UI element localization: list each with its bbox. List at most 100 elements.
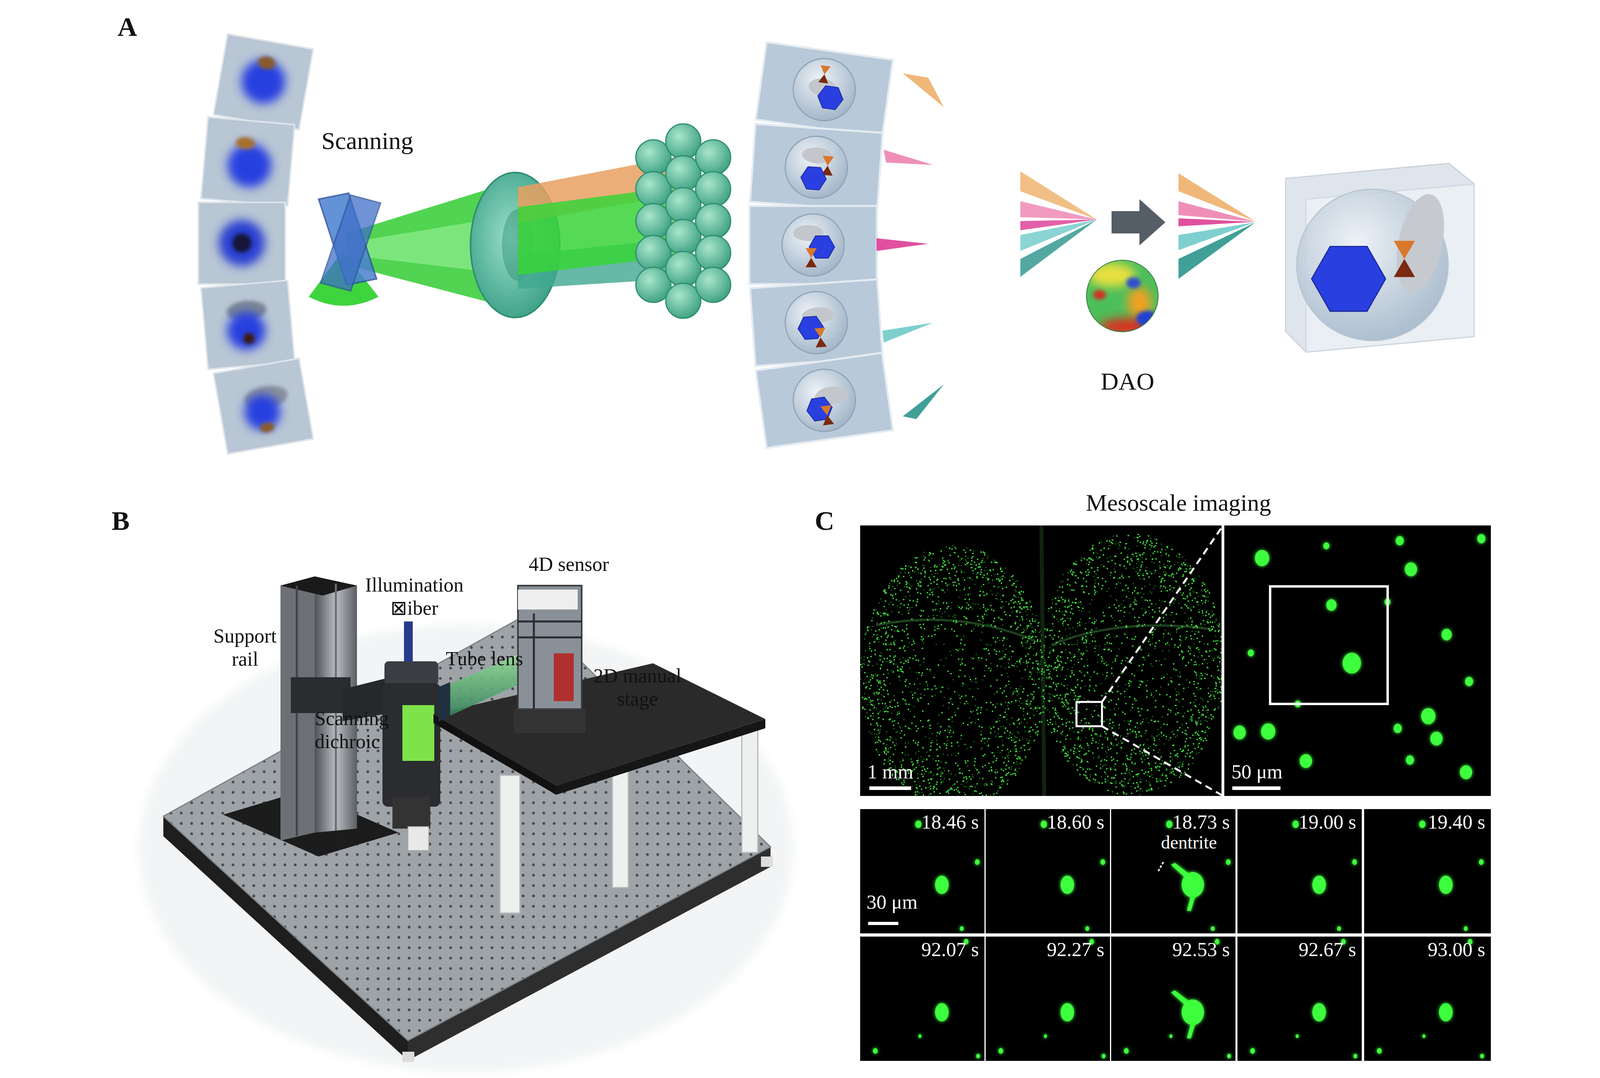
zoom-leader bbox=[1101, 726, 1224, 797]
blurred-tile bbox=[201, 280, 295, 370]
microlens-array bbox=[695, 171, 731, 207]
blurred-tile bbox=[213, 34, 314, 130]
ray-cones bbox=[902, 73, 944, 108]
subaperture-tile bbox=[755, 352, 893, 449]
ray-fan bbox=[1178, 201, 1255, 222]
neuron bbox=[1422, 1034, 1426, 1039]
neuron bbox=[1353, 1053, 1358, 1059]
4d-sensor bbox=[513, 585, 586, 734]
4d-sensor bbox=[533, 613, 536, 710]
timestamp: 92.27 s bbox=[1047, 938, 1105, 962]
blurred-tile bbox=[243, 332, 255, 345]
neuron bbox=[1295, 1034, 1299, 1039]
neuron bbox=[1376, 1048, 1382, 1054]
wavefront-sphere bbox=[1093, 290, 1106, 300]
neuron bbox=[959, 926, 964, 932]
subaperture-tile bbox=[814, 327, 827, 338]
optical-breadboard bbox=[402, 1051, 415, 1063]
subaperture-tile bbox=[750, 279, 883, 367]
zoom-box bbox=[1076, 701, 1102, 727]
leader-line bbox=[1158, 862, 1164, 872]
subaperture-tile bbox=[815, 337, 828, 348]
neuron bbox=[1430, 731, 1443, 746]
ray-fan bbox=[1178, 222, 1255, 279]
neuron bbox=[1299, 754, 1312, 769]
neuron bbox=[1312, 875, 1326, 895]
wavefront-sphere bbox=[1086, 260, 1159, 332]
blurred-tile bbox=[213, 358, 314, 455]
subaperture-tile bbox=[789, 54, 860, 125]
neuron bbox=[1123, 1048, 1129, 1054]
subaperture-tile bbox=[789, 365, 860, 436]
tube-lens bbox=[438, 682, 451, 722]
blurred-tile-strip bbox=[198, 34, 314, 455]
neuron bbox=[1247, 649, 1254, 657]
panel-letter: A bbox=[117, 11, 166, 43]
neuron bbox=[1463, 926, 1468, 932]
neuron bbox=[1326, 599, 1337, 611]
ray-fan bbox=[1020, 171, 1097, 277]
wavefront-sphere bbox=[1126, 277, 1141, 289]
neuron bbox=[1254, 550, 1270, 567]
neuron bbox=[1441, 628, 1452, 641]
time-lapse-frame: 18.60 s bbox=[985, 809, 1110, 934]
process-arrow bbox=[1111, 199, 1166, 246]
blurred-tile bbox=[201, 280, 295, 370]
corrected-volume bbox=[1388, 189, 1453, 297]
neuron bbox=[872, 1048, 878, 1054]
neuron bbox=[1227, 1053, 1232, 1059]
blurred-tile bbox=[198, 202, 286, 285]
timestamp: 18.73 s bbox=[1172, 810, 1230, 834]
timestamp: 19.40 s bbox=[1427, 810, 1486, 834]
blurred-tile bbox=[256, 54, 277, 71]
ray-cones bbox=[883, 149, 934, 165]
subaperture-tile bbox=[783, 134, 850, 201]
neuron bbox=[1085, 926, 1090, 932]
zoom-leader bbox=[1101, 525, 1224, 702]
subaperture-strip bbox=[749, 42, 893, 449]
blurred-tile bbox=[232, 233, 252, 253]
wavefront-sphere bbox=[1086, 260, 1159, 336]
neuron bbox=[1250, 1048, 1255, 1054]
blurred-tile bbox=[218, 219, 265, 267]
microscope-head bbox=[384, 661, 439, 686]
time-lapse-frame: 93.00 s bbox=[1364, 936, 1491, 1061]
neuron bbox=[1260, 723, 1276, 740]
subaperture-tile bbox=[783, 289, 850, 357]
neuron bbox=[1478, 859, 1484, 865]
panel-letter: B bbox=[111, 505, 160, 537]
subaperture-tile bbox=[819, 65, 831, 76]
midline bbox=[1041, 525, 1045, 797]
neuron bbox=[1060, 1003, 1075, 1022]
subaperture-tile bbox=[816, 84, 845, 111]
ray-fan bbox=[1178, 173, 1255, 279]
subaperture-tile bbox=[805, 248, 817, 258]
time-lapse-frame: 92.53 s bbox=[1111, 936, 1236, 1061]
subaperture-tile bbox=[749, 205, 877, 285]
subaperture-tile bbox=[750, 123, 883, 211]
blurred-tile bbox=[213, 34, 314, 130]
ray-cones bbox=[876, 238, 929, 251]
neuron bbox=[1060, 875, 1075, 895]
annotation: dentrite bbox=[1160, 832, 1218, 854]
microlens-array bbox=[695, 139, 731, 175]
timestamp: 92.67 s bbox=[1298, 938, 1357, 962]
optical-table bbox=[433, 663, 766, 914]
time-lapse-frame: 19.40 s bbox=[1364, 809, 1491, 934]
neuron bbox=[1312, 1003, 1326, 1022]
4d-sensor bbox=[517, 620, 582, 623]
neuron bbox=[1464, 676, 1473, 687]
neuron bbox=[1342, 652, 1361, 674]
blurred-tile bbox=[198, 202, 286, 285]
neuron bbox=[1439, 875, 1453, 895]
support-rail bbox=[280, 576, 357, 596]
ray-cones bbox=[902, 384, 944, 420]
corrected-volume bbox=[1285, 163, 1475, 353]
subaperture-tile bbox=[820, 405, 833, 417]
neuron bbox=[1480, 1053, 1485, 1059]
component-label: Scanning bbox=[267, 126, 467, 155]
scanning-mirror bbox=[320, 195, 381, 291]
scale-label: 1 mm bbox=[867, 760, 914, 784]
